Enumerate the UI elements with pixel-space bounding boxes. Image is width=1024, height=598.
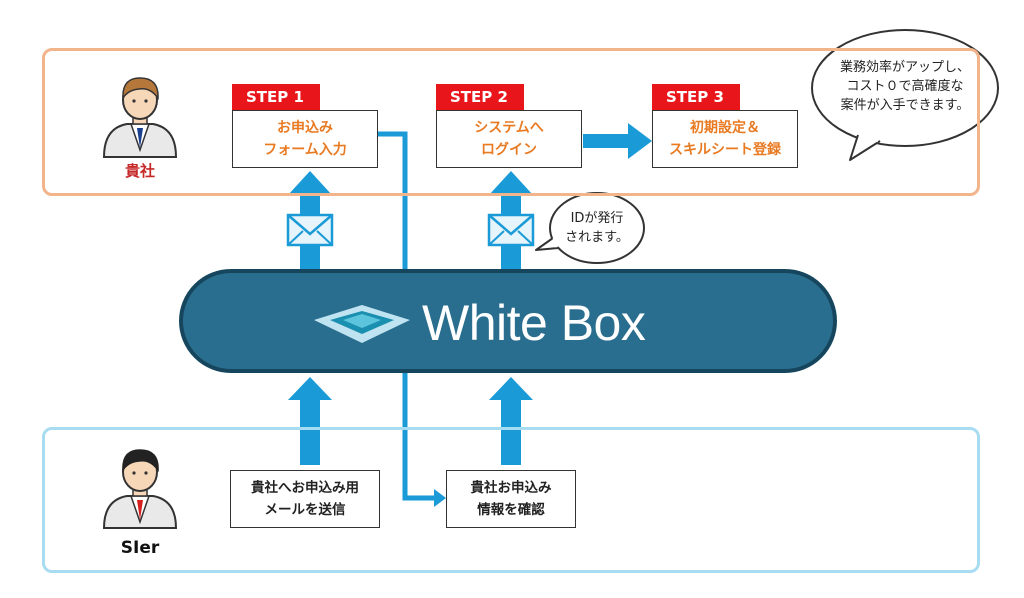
step1-box: お申込み フォーム入力 xyxy=(232,110,378,168)
client-avatar-icon xyxy=(102,77,178,158)
arrow-up-1 xyxy=(288,377,332,465)
platform-bar xyxy=(179,269,837,373)
step3-line1: 初期設定＆ xyxy=(690,120,760,136)
step1-tag: STEP 1 xyxy=(232,84,320,110)
step3-tag: STEP 3 xyxy=(652,84,740,110)
step2-line1: システムへ xyxy=(474,120,544,136)
whitebox-logo-icon xyxy=(314,305,410,343)
step3-box: 初期設定＆ スキルシート登録 xyxy=(652,110,798,168)
step1-line2: フォーム入力 xyxy=(263,142,347,158)
arrow-right-step xyxy=(583,123,652,159)
arrow-up-2 xyxy=(489,377,533,465)
sier-lane xyxy=(42,427,980,573)
sier-label: SIer xyxy=(120,538,160,558)
sier-action-1-box: 貴社へお申込み用 メールを送信 xyxy=(230,470,380,528)
mail-icon-2 xyxy=(487,213,535,247)
mail-icon-1 xyxy=(286,213,334,247)
step3-line2: スキルシート登録 xyxy=(669,142,781,158)
sier-action-2-line1: 貴社お申込み xyxy=(470,480,552,496)
speech-bubble-id-line2: されます。 xyxy=(565,230,629,245)
client-lane xyxy=(42,48,980,196)
sier-action-1-line1: 貴社へお申込み用 xyxy=(251,480,359,496)
sier-avatar-icon xyxy=(102,449,178,529)
speech-bubble-top xyxy=(811,29,999,161)
speech-bubble-id xyxy=(535,192,645,264)
platform-name: White Box xyxy=(422,295,646,351)
speech-bubble-id-text: IDが発行 されます。 xyxy=(557,209,637,247)
speech-bubble-top-line1: 業務効率がアップし、 xyxy=(839,60,970,75)
step2-box: システムへ ログイン xyxy=(436,110,582,168)
speech-bubble-top-line3: 案件が入手できます。 xyxy=(840,98,970,113)
step2-line2: ログイン xyxy=(481,142,537,158)
sier-action-1-line2: メールを送信 xyxy=(264,502,346,518)
sier-action-2-box: 貴社お申込み 情報を確認 xyxy=(446,470,576,528)
sier-action-2-line2: 情報を確認 xyxy=(477,502,545,518)
speech-bubble-top-text: 業務効率がアップし、 コスト０で高確度な 案件が入手できます。 xyxy=(820,58,990,115)
client-label: 貴社 xyxy=(124,162,155,180)
speech-bubble-top-line2: コスト０で高確度な xyxy=(846,79,964,94)
step2-tag: STEP 2 xyxy=(436,84,524,110)
speech-bubble-id-line1: IDが発行 xyxy=(570,211,624,226)
step1-line1: お申込み xyxy=(277,120,333,136)
